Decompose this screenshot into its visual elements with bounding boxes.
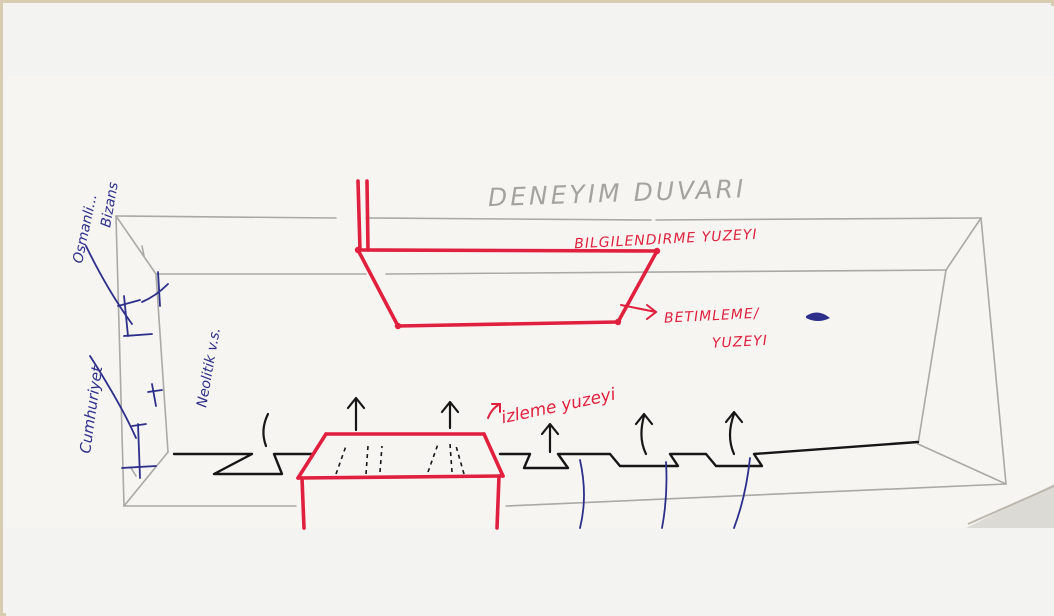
hand-drawn-sketch: DENEYIM DUVARI BILGILENDIRME YUZEYI BETI…: [6, 6, 1054, 616]
depiction-surface-label-line2: YUZEYI: [712, 333, 769, 352]
sketch-photo: DENEYIM DUVARI BILGILENDIRME YUZEYI BETI…: [6, 6, 1054, 616]
paper-sheet: [6, 76, 1054, 528]
